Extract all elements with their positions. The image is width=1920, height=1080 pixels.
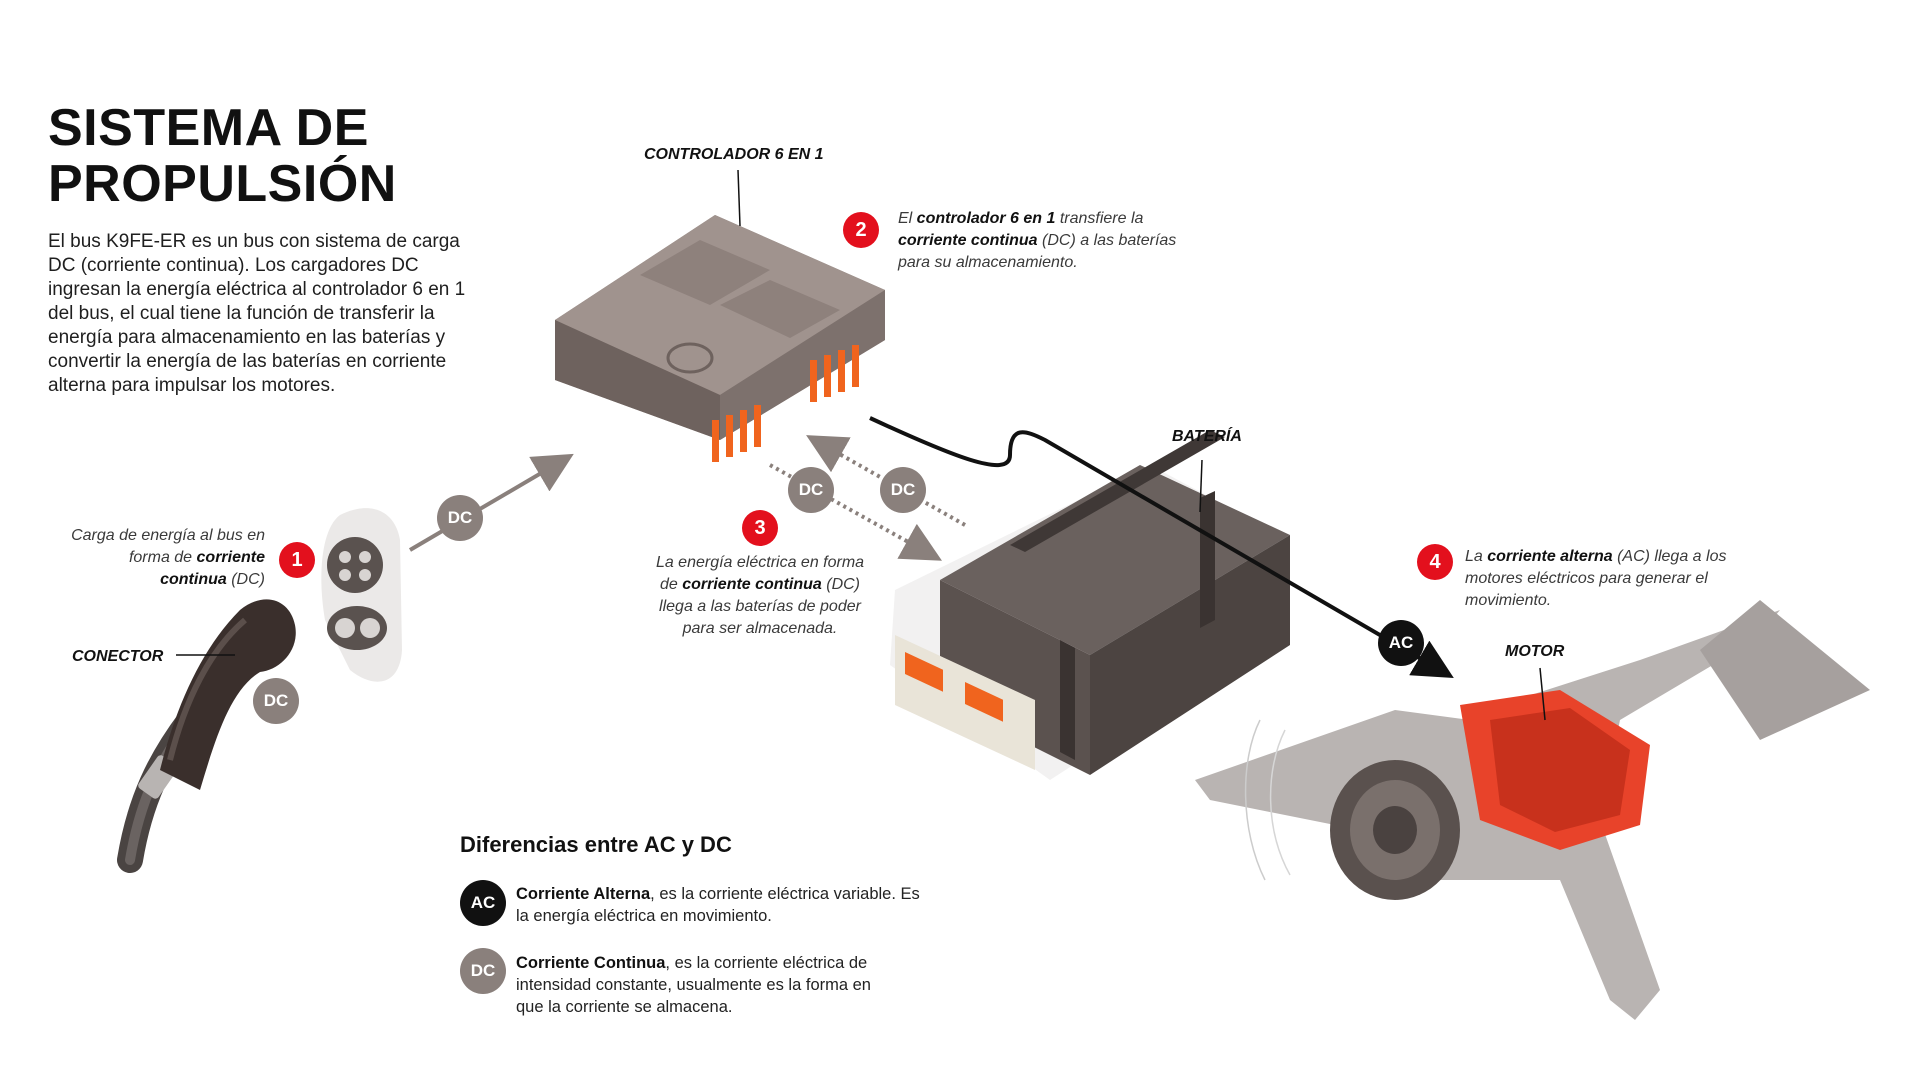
controller-label: CONTROLADOR 6 EN 1 bbox=[644, 146, 824, 163]
legend-ac-text: Corriente Alterna, es la corriente eléct… bbox=[516, 885, 920, 925]
page-title: SISTEMA DE PROPULSIÓN bbox=[48, 100, 397, 212]
charging-inlet-illustration bbox=[321, 508, 402, 682]
step-4-number: 4 bbox=[1417, 544, 1453, 580]
step-1-number: 1 bbox=[279, 542, 315, 578]
legend-title: Diferencias entre AC y DC bbox=[460, 832, 732, 857]
battery-illustration bbox=[890, 430, 1290, 780]
motor-illustration bbox=[1195, 600, 1870, 1020]
step-4-text: La corriente alterna (AC) llega a los mo… bbox=[1465, 548, 1727, 609]
step-3-text: La energía eléctrica en forma de corrien… bbox=[655, 554, 865, 637]
step-2-number: 2 bbox=[843, 212, 879, 248]
intro-paragraph: El bus K9FE-ER es un bus con sistema de … bbox=[48, 231, 466, 396]
dc-badge-inlet: DC bbox=[437, 495, 483, 541]
legend-ac-badge: AC bbox=[460, 880, 506, 926]
dc-badge-to-battery: DC bbox=[788, 467, 834, 513]
step-3-number: 3 bbox=[742, 510, 778, 546]
controller-illustration bbox=[555, 169, 885, 462]
legend-dc-badge: DC bbox=[460, 948, 506, 994]
battery-label: BATERÍA bbox=[1172, 428, 1242, 445]
legend-dc-text: Corriente Continua, es la corriente eléc… bbox=[516, 954, 871, 1016]
connector-illustration bbox=[117, 599, 296, 873]
step-1-text: Carga de energía al bus en forma de corr… bbox=[71, 527, 265, 588]
dc-badge-connector: DC bbox=[253, 678, 299, 724]
step-2-text: El controlador 6 en 1 transfiere la corr… bbox=[898, 210, 1177, 271]
dc-flow-arrow-1 bbox=[408, 453, 574, 552]
title-line-1: SISTEMA DE bbox=[48, 99, 369, 157]
motor-label: MOTOR bbox=[1505, 643, 1565, 660]
ac-badge-motor: AC bbox=[1378, 620, 1424, 666]
connector-label: CONECTOR bbox=[72, 648, 164, 665]
ac-flow-arrow bbox=[869, 416, 1454, 679]
dc-badge-from-battery: DC bbox=[880, 467, 926, 513]
title-line-2: PROPULSIÓN bbox=[48, 155, 397, 213]
